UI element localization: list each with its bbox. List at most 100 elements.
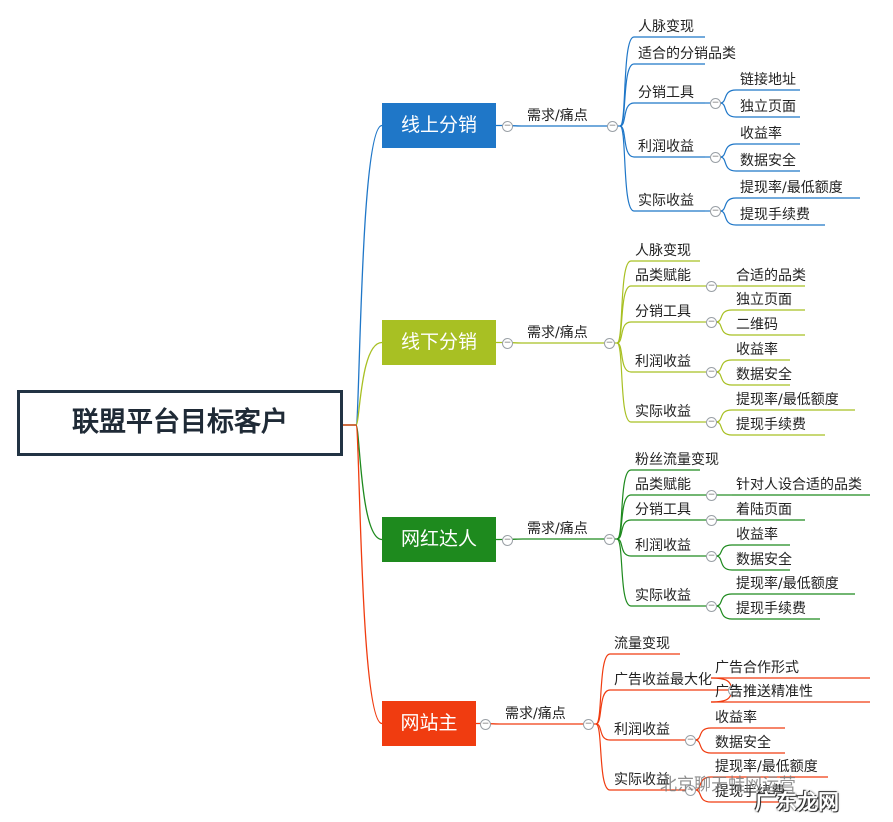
child-label[interactable]: 分销工具: [635, 502, 691, 518]
child-connector: [616, 342, 632, 423]
need-connector: [476, 722, 596, 725]
child-label[interactable]: 品类赋能: [635, 268, 691, 284]
collapse-toggle[interactable]: −: [502, 534, 513, 546]
grandchild-label[interactable]: 收益率: [736, 527, 778, 543]
collapse-toggle[interactable]: −: [583, 719, 594, 730]
child-label[interactable]: 利润收益: [614, 722, 670, 738]
grandchild-label[interactable]: 提现手续费: [736, 601, 806, 617]
grandchild-label[interactable]: 链接地址: [740, 72, 796, 88]
child-label[interactable]: 利润收益: [635, 538, 691, 554]
grandchild-label[interactable]: 着陆页面: [736, 502, 792, 518]
collapse-toggle[interactable]: −: [710, 152, 721, 163]
grandchild-label[interactable]: 提现率/最低额度: [715, 759, 818, 775]
collapse-toggle[interactable]: −: [706, 490, 717, 501]
grandchild-label[interactable]: 数据安全: [715, 735, 771, 751]
grandchild-label[interactable]: 提现手续费: [740, 207, 810, 223]
collapse-toggle[interactable]: −: [706, 515, 717, 526]
grandchild-connector: [715, 359, 733, 373]
child-label[interactable]: 实际收益: [635, 588, 691, 604]
grandchild-label[interactable]: 收益率: [736, 342, 778, 358]
grandchild-label[interactable]: 独立页面: [736, 292, 792, 308]
collapse-toggle[interactable]: −: [480, 718, 491, 730]
collapse-toggle[interactable]: −: [710, 98, 721, 109]
branch-node[interactable]: 网红达人: [382, 517, 496, 562]
root-connector: [343, 424, 383, 541]
child-connector: [595, 653, 611, 725]
grandchild-connector: [694, 739, 712, 754]
root-connector: [343, 424, 383, 725]
grandchild-label[interactable]: 提现率/最低额度: [736, 392, 839, 408]
collapse-toggle[interactable]: −: [706, 367, 717, 378]
child-label[interactable]: 广告收益最大化: [614, 672, 712, 688]
collapse-toggle[interactable]: −: [710, 206, 721, 217]
grandchild-label[interactable]: 收益率: [715, 710, 757, 726]
collapse-toggle[interactable]: −: [685, 785, 696, 796]
grandchild-connector: [694, 789, 712, 803]
collapse-toggle[interactable]: −: [502, 120, 513, 132]
branch-node[interactable]: 线下分销: [382, 320, 496, 365]
child-label[interactable]: 适合的分销品类: [638, 46, 736, 62]
grandchild-label[interactable]: 提现率/最低额度: [736, 576, 839, 592]
grandchild-label[interactable]: 提现手续费: [715, 784, 785, 800]
grandchild-label[interactable]: 数据安全: [736, 367, 792, 383]
grandchild-connector: [715, 605, 733, 620]
child-connector: [616, 538, 632, 607]
grandchild-connector: [719, 156, 737, 172]
child-label[interactable]: 人脉变现: [638, 19, 694, 35]
grandchild-label[interactable]: 针对人设合适的品类: [736, 477, 862, 493]
child-label[interactable]: 利润收益: [638, 139, 694, 155]
grandchild-label[interactable]: 提现率/最低额度: [740, 180, 843, 196]
child-label[interactable]: 粉丝流量变现: [635, 452, 719, 468]
collapse-toggle[interactable]: −: [706, 281, 717, 292]
child-label[interactable]: 品类赋能: [635, 477, 691, 493]
need-label[interactable]: 需求/痛点: [505, 706, 566, 722]
grandchild-label[interactable]: 独立页面: [740, 99, 796, 115]
branch-node[interactable]: 线上分销: [382, 103, 496, 148]
collapse-toggle[interactable]: −: [604, 534, 615, 545]
child-label[interactable]: 实际收益: [614, 772, 670, 788]
need-connector: [496, 538, 617, 541]
grandchild-connector: [719, 143, 737, 158]
child-connector: [616, 321, 632, 344]
child-label[interactable]: 流量变现: [614, 636, 670, 652]
need-label[interactable]: 需求/痛点: [527, 325, 588, 341]
collapse-toggle[interactable]: −: [706, 551, 717, 562]
grandchild-label[interactable]: 提现手续费: [736, 417, 806, 433]
collapse-toggle[interactable]: −: [607, 121, 618, 132]
grandchild-label[interactable]: 广告推送精准性: [715, 684, 813, 700]
grandchild-label[interactable]: 二维码: [736, 317, 778, 333]
grandchild-connector: [715, 593, 733, 607]
child-connector: [616, 285, 632, 344]
collapse-toggle[interactable]: −: [706, 417, 717, 428]
grandchild-connector: [719, 89, 737, 104]
child-label[interactable]: 人脉变现: [635, 243, 691, 259]
collapse-toggle[interactable]: −: [706, 317, 717, 328]
watermark-text: 北京聊天蛙网运营: [660, 775, 796, 795]
grandchild-label[interactable]: 收益率: [740, 126, 782, 142]
branch-node[interactable]: 网站主: [382, 701, 476, 746]
grandchild-connector: [719, 210, 737, 226]
collapse-toggle[interactable]: −: [706, 601, 717, 612]
child-connector: [595, 689, 611, 725]
child-label[interactable]: 实际收益: [638, 193, 694, 209]
grandchild-label[interactable]: 合适的品类: [736, 268, 806, 284]
collapse-toggle[interactable]: −: [685, 735, 696, 746]
root-connector: [343, 124, 383, 426]
need-label[interactable]: 需求/痛点: [527, 108, 588, 124]
need-label[interactable]: 需求/痛点: [527, 521, 588, 537]
root-connector: [343, 341, 383, 426]
child-label[interactable]: 利润收益: [635, 354, 691, 370]
grandchild-label[interactable]: 数据安全: [740, 153, 796, 169]
grandchild-label[interactable]: 广告合作形式: [715, 660, 799, 676]
collapse-toggle[interactable]: −: [604, 338, 615, 349]
child-connector: [616, 494, 632, 540]
collapse-toggle[interactable]: −: [502, 337, 513, 349]
child-label[interactable]: 分销工具: [638, 85, 694, 101]
collapse-toggle[interactable]: −: [728, 685, 739, 696]
child-label[interactable]: 分销工具: [635, 304, 691, 320]
grandchild-label[interactable]: 数据安全: [736, 552, 792, 568]
child-connector: [616, 519, 632, 540]
child-label[interactable]: 实际收益: [635, 404, 691, 420]
root-node[interactable]: 联盟平台目标客户: [17, 390, 343, 456]
